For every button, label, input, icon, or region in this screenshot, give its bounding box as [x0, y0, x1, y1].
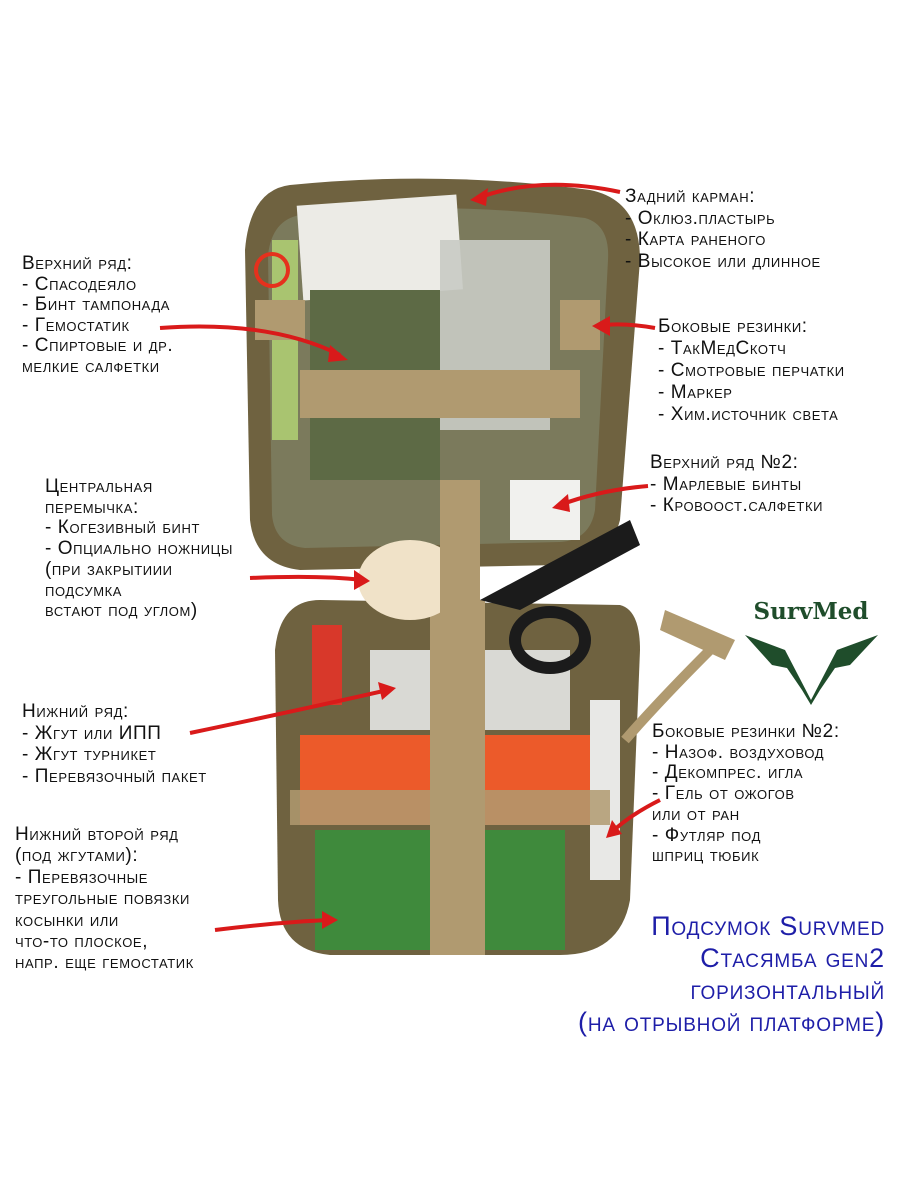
- note-heading: Нижний второй ряд: [15, 824, 179, 845]
- eagle-icon: [745, 635, 878, 705]
- note-heading: Верхний ряд:: [22, 253, 133, 274]
- arrow-bottom-row-2: [214, 918, 331, 932]
- product-title: Подсумок Survmed Стасямба gen2 горизонта…: [578, 910, 885, 1038]
- horizontal-strap-upper: [300, 370, 580, 418]
- bottom-row-note: Нижний ряд: - Жгут или ИПП - Жгут турник…: [22, 701, 207, 787]
- side-bands-2-note: Боковые резинки №2: - Назоф. воздуховод …: [652, 721, 840, 867]
- title-line: Стасямба gen2: [700, 943, 885, 973]
- note-heading: Боковые резинки №2:: [652, 721, 840, 742]
- note-item: - Кровоост.салфетки: [650, 495, 824, 516]
- top-row-note: Верхний ряд: - Спасодеяло - Бинт тампона…: [22, 253, 174, 377]
- note-heading: Задний карман:: [625, 186, 756, 207]
- casualty-card: [296, 194, 463, 301]
- annotation-arrows: [159, 182, 661, 932]
- note-item: - ТакМедСкотч: [658, 338, 787, 359]
- arrow-central: [249, 574, 363, 582]
- tab-strap: [621, 646, 714, 744]
- note-item: - Маркер: [658, 382, 733, 403]
- bottom-row-2-note: Нижний второй ряд (под жгутами): - Перев…: [15, 824, 194, 974]
- arrow-top-row: [159, 324, 341, 357]
- arrow-bottom-row: [189, 688, 389, 735]
- pull-tab: [660, 610, 735, 660]
- cohesive-bandage: [358, 540, 462, 620]
- note-item: - Смотровые перчатки: [658, 360, 845, 381]
- side-strap-right: [560, 300, 600, 350]
- note-item: - Марлевые бинты: [650, 473, 802, 495]
- top-row-2-note: Верхний ряд №2: - Марлевые бинты - Крово…: [650, 452, 823, 517]
- note-item: - Жгут или ИПП: [22, 722, 162, 744]
- note-item: треугольные повязки: [15, 888, 190, 910]
- note-item: - Перевязочные: [15, 866, 149, 888]
- note-item: мелкие салфетки: [22, 355, 160, 377]
- note-heading: Центральная: [45, 476, 153, 497]
- note-item: - Карта раненого: [625, 229, 766, 250]
- note-item: - Перевязочный пакет: [22, 765, 207, 787]
- central-strap-note: Центральная перемычка: - Когезивный бинт…: [45, 476, 233, 622]
- note-item: - Декомпрес. игла: [652, 762, 804, 784]
- note-item: косынки или: [15, 909, 119, 931]
- note-item: - Когезивный бинт: [45, 517, 201, 539]
- note-item: шприц тюбик: [652, 845, 760, 867]
- red-cord: [254, 252, 290, 288]
- note-item: - Опциально ножницы: [45, 538, 233, 560]
- note-item: - Спиртовые и др.: [22, 335, 174, 356]
- note-item: - Назоф. воздуховод: [652, 741, 825, 763]
- note-heading: Нижний ряд:: [22, 701, 129, 722]
- logo-text: SurvMed: [753, 598, 869, 625]
- note-item: - Жгут турникет: [22, 744, 157, 765]
- side-bands-note: Боковые резинки: - ТакМедСкотч - Смотров…: [658, 316, 845, 426]
- arrow-back-pocket: [477, 182, 621, 200]
- note-item: - Гемостатик: [22, 314, 130, 336]
- note-item: - Бинт тампонада: [22, 294, 171, 315]
- title-line: (на отрывной платформе): [578, 1007, 885, 1037]
- note-item: подсумка: [45, 579, 123, 601]
- note-heading: перемычка:: [45, 496, 139, 518]
- note-heading: (под жгутами):: [15, 845, 139, 867]
- title-line: горизонтальный: [690, 975, 885, 1005]
- note-item: - Хим.источник света: [658, 404, 839, 425]
- note-item: или от ран: [652, 803, 740, 825]
- shears-icon: [480, 520, 640, 610]
- note-heading: Боковые резинки:: [658, 316, 808, 337]
- note-heading: Верхний ряд №2:: [650, 452, 799, 473]
- title-line: Подсумок Survmed: [651, 911, 885, 941]
- note-item: - Оклюз.пластырь: [625, 207, 776, 229]
- note-item: - Футляр под: [652, 824, 762, 846]
- note-item: - Спасодеяло: [22, 273, 137, 295]
- back-pocket-note: Задний карман: - Оклюз.пластырь - Карта …: [625, 186, 821, 272]
- note-item: - Высокое или длинное: [625, 250, 821, 272]
- shears-handle: [509, 606, 591, 674]
- central-strap: [440, 480, 480, 630]
- note-item: встают под углом): [45, 600, 198, 622]
- red-vial: [312, 625, 342, 705]
- note-item: что-то плоское,: [15, 931, 149, 953]
- note-item: (при закрытиии: [45, 558, 173, 580]
- vertical-strap-lower: [430, 600, 485, 955]
- horizontal-strap-lower: [290, 790, 610, 825]
- note-item: - Гель от ожогов: [652, 783, 795, 805]
- note-item: напр. еще гемостатик: [15, 952, 194, 974]
- survmed-logo: SurvMed: [740, 598, 882, 625]
